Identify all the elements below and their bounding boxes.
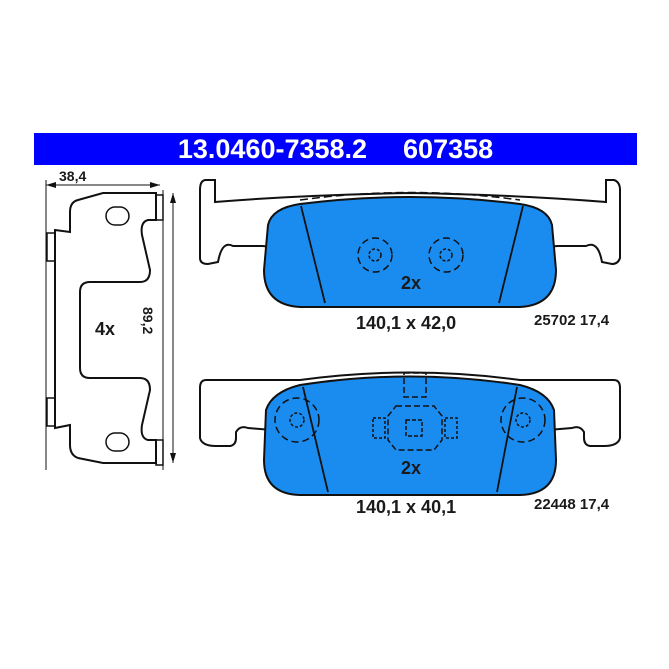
part-number: 13.0460-7358.2 bbox=[177, 133, 368, 164]
clip-width-dimension: 38,4 bbox=[59, 168, 87, 184]
pad-top-quantity: 2x bbox=[401, 273, 422, 293]
pad-bottom-drawing bbox=[199, 371, 621, 496]
clip-height-dimension: 89,2 bbox=[140, 307, 156, 335]
title-banner: 13.0460-7358.2 607358 bbox=[34, 133, 637, 165]
clip-quantity: 4x bbox=[95, 319, 116, 339]
clip-drawing bbox=[45, 180, 176, 470]
pad-top-drawing bbox=[199, 179, 621, 308]
pad-top-dimensions: 140,1 x 42,0 bbox=[356, 313, 457, 333]
pad-bottom-dimensions: 140,1 x 40,1 bbox=[356, 497, 457, 517]
pad-top-wva-thickness: 25702 17,4 bbox=[534, 312, 610, 329]
pad-bottom-wva-thickness: 22448 17,4 bbox=[534, 496, 610, 513]
pad-bottom-quantity: 2x bbox=[401, 458, 422, 478]
ref-number: 607358 bbox=[403, 133, 494, 164]
